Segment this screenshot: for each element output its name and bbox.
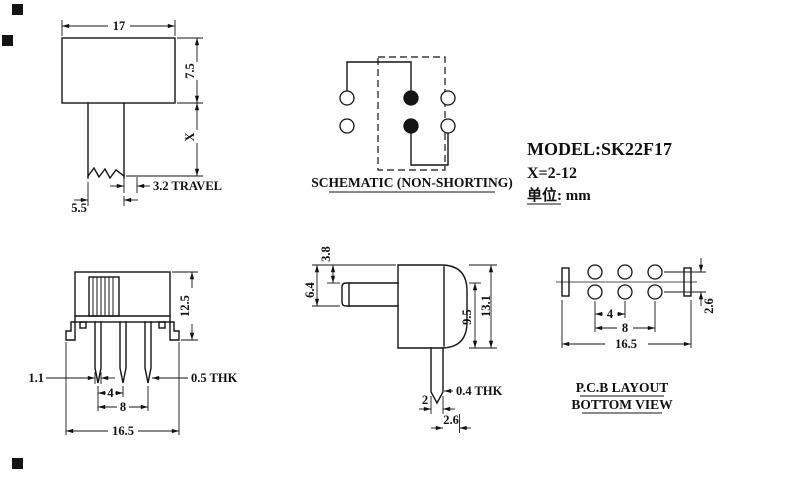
dim-stem-top: 3.8: [319, 246, 333, 262]
terminal-contact: [339, 90, 355, 106]
dim-body-depth: 9.5: [460, 309, 474, 325]
dim-pin-thickness: 0.5 THK: [191, 371, 238, 385]
dim-pin-span: 8: [120, 400, 126, 414]
contact-bridge-bottom: [410, 132, 449, 166]
front-view-outline: [61, 37, 176, 180]
registration-mark: [2, 35, 13, 46]
terminal-view: 12.5 1.1 0.5 THK 4 8 16: [28, 271, 238, 438]
dim-hole-pitch: 4: [607, 307, 614, 321]
pole-contact: [403, 90, 419, 106]
pcb-hole: [587, 284, 603, 300]
dim-travel: 3.2 TRAVEL: [153, 179, 222, 193]
pcb-hole: [617, 284, 633, 300]
schematic-caption: SCHEMATIC (NON-SHORTING): [311, 175, 512, 190]
dim-row-spacing: 2.6: [702, 298, 716, 314]
switch-body-front: [74, 271, 171, 323]
schematic-view: SCHEMATIC (NON-SHORTING): [311, 56, 513, 193]
dim-stem-width: 5.5: [71, 201, 87, 215]
locating-boss: [158, 321, 166, 329]
pcb-captions: P.C.B LAYOUT BOTTOM VIEW: [571, 380, 673, 414]
terminal-pin-side: [430, 347, 444, 405]
terminal-pin: [119, 321, 127, 384]
x-range: X=2-12: [527, 165, 577, 182]
dim-pin-width: 1.1: [28, 371, 44, 385]
pcb-view: 4 8 2.6 16.5 P.C.B LAYOUT BOTTOM VIEW: [556, 258, 716, 414]
knob-hatching: [92, 277, 114, 316]
terminal-contact: [440, 90, 456, 106]
dim-body-height: 7.5: [183, 63, 197, 79]
unit-label: 单位: mm: [527, 186, 591, 204]
dim-total-width: 16.5: [112, 424, 134, 438]
switch-body: [61, 37, 176, 104]
front-view-dimensions: 17 7.5 X 3.2 TRAVEL 5.5: [61, 19, 222, 215]
actuator-stem-side: [341, 282, 399, 307]
terminal-contact: [339, 118, 355, 134]
mounting-slot-left: [561, 267, 570, 297]
pole-contact: [403, 118, 419, 134]
model-number: MODEL:SK22F17: [527, 139, 672, 159]
registration-marks: [2, 4, 23, 469]
terminal-pin: [144, 321, 152, 384]
dim-pin-face-width: 2: [422, 393, 428, 407]
dim-pcb-total-width: 16.5: [615, 337, 637, 351]
dim-stem-bottom: 6.4: [303, 281, 317, 297]
terminal-pin: [94, 321, 102, 384]
locating-boss: [79, 321, 87, 329]
pcb-dimensions: 4 8 2.6 16.5: [561, 258, 716, 351]
dim-stem-length: X: [183, 132, 197, 141]
pcb-caption-line2: BOTTOM VIEW: [571, 397, 673, 412]
mounting-slot-right: [683, 267, 692, 297]
pcb-hole: [617, 264, 633, 280]
switch-body-side: [397, 264, 468, 349]
dim-pin-thickness-side: 0.4 THK: [456, 384, 503, 398]
dim-total-depth: 13.1: [479, 295, 493, 317]
pcb-hole: [647, 264, 663, 280]
pcb-caption-line1: P.C.B LAYOUT: [576, 380, 668, 395]
pcb-hole: [587, 264, 603, 280]
terminal-contact: [440, 118, 456, 134]
dim-body-height2: 12.5: [178, 295, 192, 317]
dim-hole-span: 8: [622, 321, 628, 335]
dim-pin-pitch: 4: [107, 386, 114, 400]
moving-contact-box: [377, 56, 446, 171]
registration-mark: [12, 4, 23, 15]
terminal-view-dimensions: 12.5 1.1 0.5 THK 4 8 16: [28, 271, 238, 438]
front-view: 17 7.5 X 3.2 TRAVEL 5.5: [61, 19, 222, 215]
mounting-tab-left: [65, 321, 76, 341]
side-view-dimensions: 3.8 6.4 9.5 13.1 0.4 THK 2: [303, 246, 503, 433]
terminal-view-outline: [65, 271, 180, 384]
dim-body-width: 17: [113, 19, 126, 33]
registration-mark: [12, 458, 23, 469]
mounting-tab-right: [169, 321, 180, 341]
break-line: [87, 166, 125, 180]
slider-knob: [88, 276, 120, 317]
side-view-outline: [341, 264, 468, 405]
title-block: MODEL:SK22F17 X=2-12 单位: mm: [527, 139, 672, 205]
side-view: 3.8 6.4 9.5 13.1 0.4 THK 2: [303, 246, 503, 433]
dim-pin-offset: 2.6: [443, 413, 459, 427]
contact-bridge-top: [346, 61, 412, 92]
pcb-hole: [647, 284, 663, 300]
